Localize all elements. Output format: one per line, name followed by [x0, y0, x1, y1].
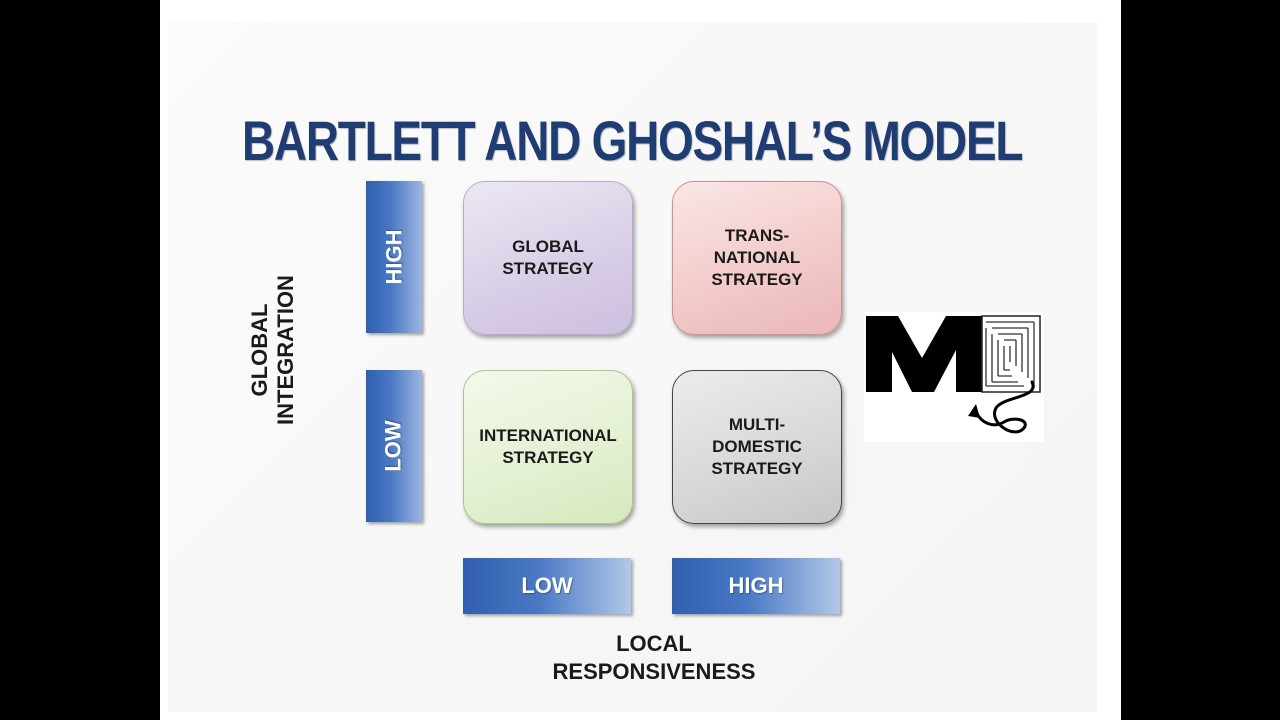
x-level-high-bar: HIGH	[672, 558, 840, 614]
quadrant-transnational-strategy: TRANS- NATIONAL STRATEGY	[672, 181, 842, 335]
x-level-low-bar: LOW	[463, 558, 631, 614]
slide: BARTLETT AND GHOSHAL’S MODEL GLOBAL INTE…	[160, 0, 1121, 720]
quadrant-multidomestic-label: MULTI- DOMESTIC STRATEGY	[711, 415, 803, 478]
quadrant-multidomestic-strategy: MULTI- DOMESTIC STRATEGY	[672, 370, 842, 524]
quadrant-international-strategy: INTERNATIONAL STRATEGY	[463, 370, 633, 524]
y-level-low-label: LOW	[380, 420, 406, 472]
quadrant-global-label: GLOBAL STRATEGY	[502, 237, 594, 278]
x-level-low-label: LOW	[521, 573, 573, 598]
y-level-high-label: HIGH	[381, 229, 406, 285]
quadrant-international-label: INTERNATIONAL STRATEGY	[479, 426, 617, 467]
y-level-high-bar: HIGH	[366, 181, 422, 333]
y-axis-label: GLOBAL INTEGRATION	[247, 275, 298, 425]
quadrant-global-strategy: GLOBAL STRATEGY	[463, 181, 633, 335]
x-axis-label: LOCAL RESPONSIVENESS	[552, 631, 756, 684]
ms-maze-logo-icon	[864, 312, 1044, 442]
y-level-low-bar: LOW	[366, 370, 422, 522]
x-level-high-label: HIGH	[728, 573, 784, 598]
quadrant-transnational-label: TRANS- NATIONAL STRATEGY	[711, 226, 803, 289]
slide-title: BARTLETT AND GHOSHAL’S MODEL	[242, 109, 1023, 172]
